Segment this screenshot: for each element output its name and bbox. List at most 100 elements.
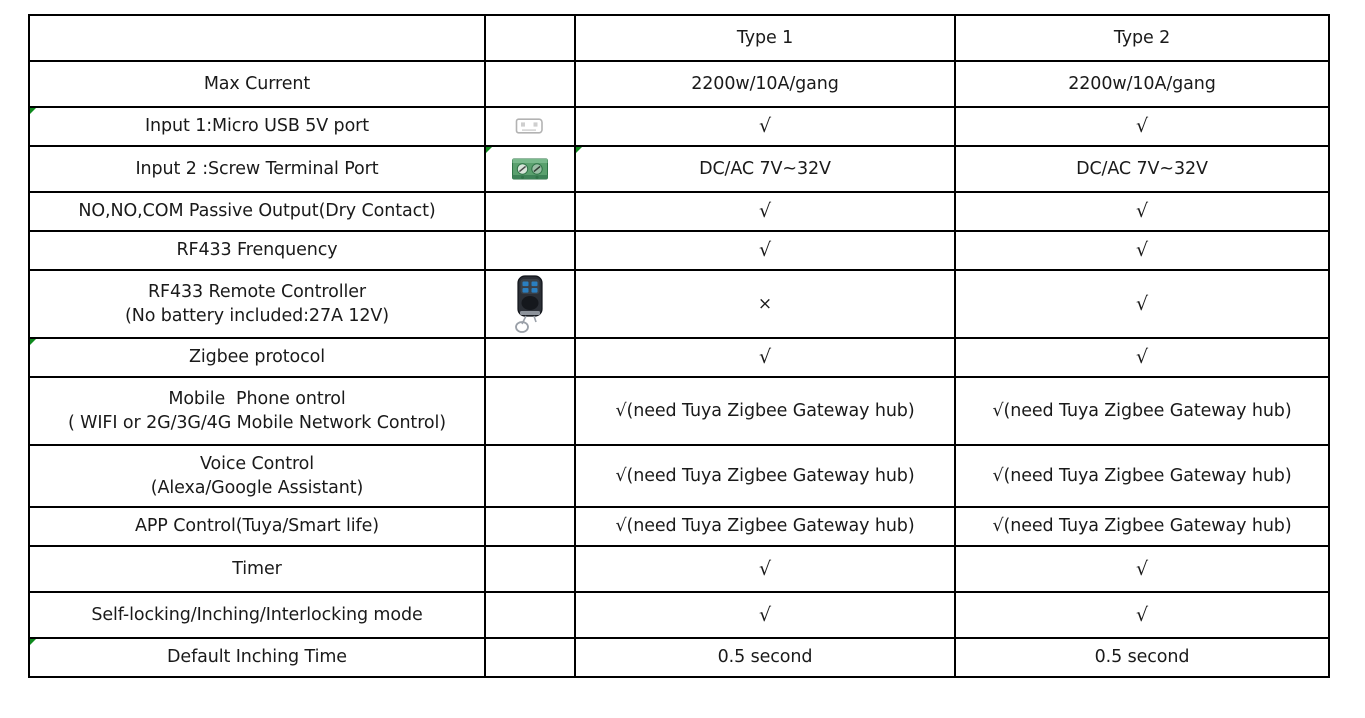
feature-cell-timer: Timer [28, 545, 486, 593]
value-label: √ [758, 557, 771, 580]
value-label: 2200w/10A/gang [691, 73, 839, 94]
feature-label-line: Voice Control [199, 453, 315, 474]
feature-label-line: Mobile Phone ontrol [168, 388, 346, 409]
feature-label-line: Zigbee protocol [188, 347, 326, 368]
feature-cell-zigbee-protocol: Zigbee protocol [28, 337, 486, 378]
feature-label-line: Timer [232, 558, 282, 579]
feature-cell-input-2-screw-terminal: Input 2 :Screw Terminal Port [28, 145, 486, 193]
value-label: √ [1135, 346, 1148, 368]
value-label: √ [758, 115, 771, 137]
value-label: √ [1135, 200, 1148, 222]
feature-label-line: Self-locking/Inching/Interlocking mode [91, 604, 423, 625]
feature-label-line: Input 2 :Screw Terminal Port [135, 158, 379, 179]
type2-cell-header: Type 2 [954, 14, 1330, 62]
table-row: Default Inching Time 0.5 second 0.5 second [28, 637, 1330, 678]
micro-usb-port-icon [515, 116, 545, 136]
icon-cell-rf433-remote-controller [484, 269, 576, 339]
column-header-label: Type 2 [1113, 27, 1171, 48]
table-row: NO,NO,COM Passive Output(Dry Contact) √ √ [28, 191, 1330, 232]
table-row: RF433 Remote Controller (No battery inclu… [28, 269, 1330, 339]
screw-terminal-icon [511, 156, 549, 182]
type1-cell-max-current: 2200w/10A/gang [574, 60, 956, 108]
table-row: Self-locking/Inching/Interlocking mode √ √ [28, 591, 1330, 639]
feature-label-line: RF433 Frenquency [176, 240, 338, 261]
value-label: √ [758, 200, 771, 222]
type2-cell-default-inching-time: 0.5 second [954, 637, 1330, 678]
feature-cell-rf433-frequency: RF433 Frenquency [28, 230, 486, 271]
table-row: Zigbee protocol √ √ [28, 337, 1330, 378]
icon-cell-voice-control [484, 444, 576, 508]
type1-cell-voice-control: √(need Tuya Zigbee Gateway hub) [574, 444, 956, 508]
feature-label-line: NO,NO,COM Passive Output(Dry Contact) [78, 201, 436, 222]
icon-cell-timer [484, 545, 576, 593]
value-label: √ [1135, 603, 1148, 626]
type1-cell-app-control: √(need Tuya Zigbee Gateway hub) [574, 506, 956, 547]
feature-cell-header [28, 14, 486, 62]
type2-cell-passive-output: √ [954, 191, 1330, 232]
feature-cell-max-current: Max Current [28, 60, 486, 108]
icon-cell-app-control [484, 506, 576, 547]
table-row: RF433 Frenquency √ √ [28, 230, 1330, 271]
value-label: √ [1135, 239, 1148, 261]
type2-cell-rf433-frequency: √ [954, 230, 1330, 271]
type1-cell-zigbee-protocol: √ [574, 337, 956, 378]
icon-cell-max-current [484, 60, 576, 108]
type1-cell-self-locking-mode: √ [574, 591, 956, 639]
feature-cell-mobile-phone-control: Mobile Phone ontrol( WIFI or 2G/3G/4G Mo… [28, 376, 486, 446]
table-row: Input 1:Micro USB 5V port √ √ [28, 106, 1330, 147]
column-header-label: Type 1 [736, 27, 794, 48]
value-label: 0.5 second [717, 647, 813, 668]
value-label: 0.5 second [1094, 647, 1190, 668]
type2-cell-input-2-screw-terminal: DC/AC 7V~32V [954, 145, 1330, 193]
type2-cell-timer: √ [954, 545, 1330, 593]
table-row: Voice Control (Alexa/Google Assistant) √(n… [28, 444, 1330, 508]
feature-cell-self-locking-mode: Self-locking/Inching/Interlocking mode [28, 591, 486, 639]
value-label: 2200w/10A/gang [1068, 73, 1216, 94]
feature-label-line: RF433 Remote Controller [147, 281, 367, 302]
feature-cell-voice-control: Voice Control (Alexa/Google Assistant) [28, 444, 486, 508]
type1-cell-mobile-phone-control: √(need Tuya Zigbee Gateway hub) [574, 376, 956, 446]
rf433-remote-icon [509, 274, 551, 334]
type2-cell-self-locking-mode: √ [954, 591, 1330, 639]
value-label: √ [1135, 292, 1148, 315]
icon-cell-input-1-micro-usb [484, 106, 576, 147]
icon-cell-default-inching-time [484, 637, 576, 678]
spec-comparison-table: Type 1 Type 2 Max Current 2200w/10A/gang 220… [28, 14, 1330, 678]
type2-cell-max-current: 2200w/10A/gang [954, 60, 1330, 108]
type1-cell-rf433-remote-controller: × [574, 269, 956, 339]
value-label: √ [1135, 115, 1148, 137]
feature-cell-input-1-micro-usb: Input 1:Micro USB 5V port [28, 106, 486, 147]
value-label: DC/AC 7V~32V [1076, 158, 1208, 179]
value-label: √(need Tuya Zigbee Gateway hub) [615, 400, 915, 421]
feature-label-line: Default Inching Time [167, 647, 347, 668]
type1-cell-header: Type 1 [574, 14, 956, 62]
type1-cell-default-inching-time: 0.5 second [574, 637, 956, 678]
type1-cell-timer: √ [574, 545, 956, 593]
feature-label-line: Input 1:Micro USB 5V port [144, 116, 370, 137]
value-label: √ [1135, 557, 1148, 580]
type2-cell-mobile-phone-control: √(need Tuya Zigbee Gateway hub) [954, 376, 1330, 446]
icon-cell-self-locking-mode [484, 591, 576, 639]
icon-cell-zigbee-protocol [484, 337, 576, 378]
table-row: Input 2 :Screw Terminal Port DC/AC 7V~32V… [28, 145, 1330, 193]
table-row: Type 1 Type 2 [28, 14, 1330, 62]
type2-cell-zigbee-protocol: √ [954, 337, 1330, 378]
feature-label-line: (No battery included:27A 12V) [124, 306, 389, 326]
value-label: √(need Tuya Zigbee Gateway hub) [992, 465, 1292, 486]
type2-cell-input-1-micro-usb: √ [954, 106, 1330, 147]
type1-cell-passive-output: √ [574, 191, 956, 232]
type1-cell-input-1-micro-usb: √ [574, 106, 956, 147]
feature-label-line: APP Control(Tuya/Smart life) [134, 516, 379, 537]
type1-cell-rf433-frequency: √ [574, 230, 956, 271]
type2-cell-app-control: √(need Tuya Zigbee Gateway hub) [954, 506, 1330, 547]
feature-cell-default-inching-time: Default Inching Time [28, 637, 486, 678]
feature-cell-app-control: APP Control(Tuya/Smart life) [28, 506, 486, 547]
type1-cell-input-2-screw-terminal: DC/AC 7V~32V [574, 145, 956, 193]
feature-label-line: (Alexa/Google Assistant) [150, 478, 364, 498]
table-row: Timer √ √ [28, 545, 1330, 593]
value-label: √ [758, 239, 771, 261]
feature-cell-passive-output: NO,NO,COM Passive Output(Dry Contact) [28, 191, 486, 232]
feature-cell-rf433-remote-controller: RF433 Remote Controller (No battery inclu… [28, 269, 486, 339]
feature-label-line: Max Current [203, 73, 311, 94]
